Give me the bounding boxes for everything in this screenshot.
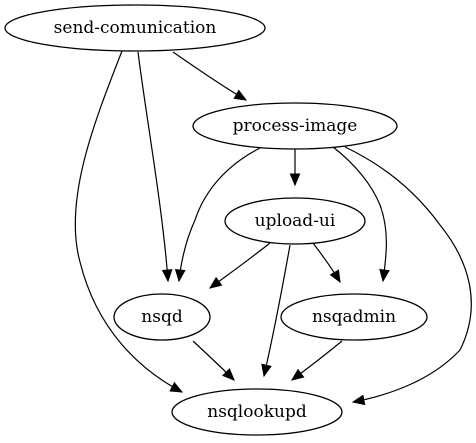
- arrowhead: [261, 363, 272, 378]
- edge-process-image-to-nsqd: [174, 147, 261, 283]
- edge-process-image-to-nsqadmin: [332, 146, 390, 283]
- node-nsqd: nsqd: [113, 293, 211, 341]
- arrowhead: [161, 269, 173, 283]
- arrowhead: [208, 276, 223, 289]
- edge-upload-ui-to-nsqd: [208, 242, 271, 289]
- node-ellipse: [192, 102, 398, 150]
- edge-line: [332, 146, 387, 282]
- node-nsqadmin: nsqadmin: [280, 293, 428, 341]
- arrowhead: [351, 394, 366, 406]
- edges-layer: [74, 50, 472, 406]
- edge-line: [178, 147, 261, 282]
- node-label: nsqlookupd: [207, 402, 307, 422]
- edge-send-comunication-to-nsqlookupd: [74, 50, 184, 393]
- edge-nsqadmin-to-nsqlookupd: [290, 340, 343, 381]
- node-label: nsqadmin: [312, 307, 396, 327]
- node-send-comunication: send-comunication: [4, 4, 266, 52]
- arrowhead: [233, 89, 248, 101]
- node-ellipse: [4, 4, 266, 52]
- node-label: nsqd: [141, 307, 183, 327]
- edge-upload-ui-to-nsqlookupd: [261, 244, 291, 378]
- edge-line: [263, 244, 291, 377]
- node-ellipse: [224, 197, 366, 245]
- arrowhead: [290, 368, 305, 381]
- node-ellipse: [280, 293, 428, 341]
- node-upload-ui: upload-ui: [224, 197, 366, 245]
- edge-send-comunication-to-nsqd: [137, 51, 173, 283]
- node-label: send-comunication: [54, 18, 217, 38]
- edge-nsqd-to-nsqlookupd: [192, 340, 235, 381]
- edge-line: [344, 146, 472, 403]
- edge-process-image-to-upload-ui: [289, 149, 301, 187]
- node-ellipse: [171, 388, 343, 436]
- edge-send-comunication-to-process-image: [172, 51, 248, 101]
- node-label: process-image: [233, 116, 358, 136]
- arrowhead: [289, 173, 301, 187]
- edge-line: [74, 50, 183, 393]
- edge-process-image-to-nsqlookupd: [344, 146, 472, 406]
- arrowhead: [169, 381, 184, 393]
- node-ellipse: [113, 293, 211, 341]
- arrowhead: [379, 268, 390, 283]
- arrowhead: [174, 269, 186, 283]
- nodes-layer: send-comunication process-image upload-ui n…: [4, 4, 428, 436]
- arrowhead: [329, 269, 341, 284]
- edge-upload-ui-to-nsqadmin: [312, 242, 341, 284]
- node-label: upload-ui: [255, 211, 336, 231]
- edge-line: [137, 51, 169, 282]
- arrowhead: [222, 368, 235, 381]
- edge-line: [172, 51, 247, 101]
- node-nsqlookupd: nsqlookupd: [171, 388, 343, 436]
- node-process-image: process-image: [192, 102, 398, 150]
